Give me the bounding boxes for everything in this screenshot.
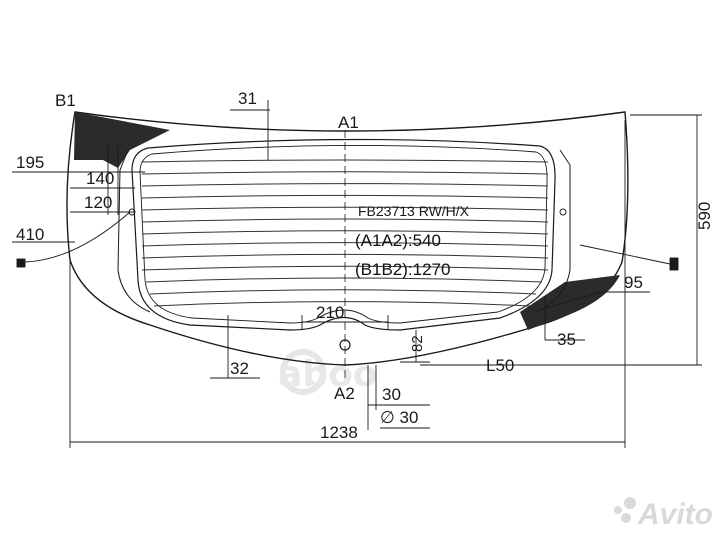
b1b2-distance: (B1B2):1270 [355, 260, 450, 279]
dim-210-label: 210 [316, 303, 344, 322]
brand-logo: Avito [614, 497, 713, 531]
point-b1-label: B1 [55, 91, 76, 110]
point-a2-label: A2 [334, 384, 355, 403]
wiper-hole [339, 339, 351, 351]
heater-line [153, 301, 531, 307]
left-dimensions [12, 145, 567, 268]
dim-30-label: 30 [382, 385, 401, 404]
a1a2-distance: (A1A2):540 [355, 231, 441, 250]
heater-area-outline [131, 138, 556, 331]
dim-35-label: 35 [557, 330, 576, 349]
dim-195-label: 195 [16, 153, 44, 172]
left-black-band [74, 112, 170, 168]
heater-line [149, 289, 537, 295]
dim-32-label: 32 [230, 359, 249, 378]
dim-140-label: 140 [86, 169, 114, 188]
top-offset-label: 31 [238, 89, 257, 108]
dim-120-label: 120 [84, 193, 112, 212]
dim-410-label: 410 [16, 225, 44, 244]
dim-82-label: 82 [409, 335, 426, 352]
height-label: 590 [695, 202, 714, 230]
right-bus-bar [534, 149, 571, 313]
point-a1-label: A1 [338, 113, 359, 132]
height-dimension [570, 114, 702, 366]
total-width-label: 1238 [320, 423, 358, 442]
bottom-dimensions [210, 315, 570, 430]
left-bus-bar [117, 149, 151, 313]
right-black-band [520, 275, 620, 330]
dim-l50-label: L50 [486, 356, 514, 375]
part-number: FB23713 RW/H/X [358, 203, 470, 219]
heater-line [145, 277, 543, 283]
width-dimension [69, 120, 626, 448]
dim-95-label: 95 [624, 273, 643, 292]
hole-diameter-label: ∅ 30 [380, 408, 418, 427]
watermark: aboo [278, 349, 378, 395]
right-corner-dimensions [539, 291, 650, 341]
top-offset-dimension [230, 100, 270, 160]
glass-outline [66, 111, 629, 366]
brand-logo-text: Avito [637, 498, 713, 531]
